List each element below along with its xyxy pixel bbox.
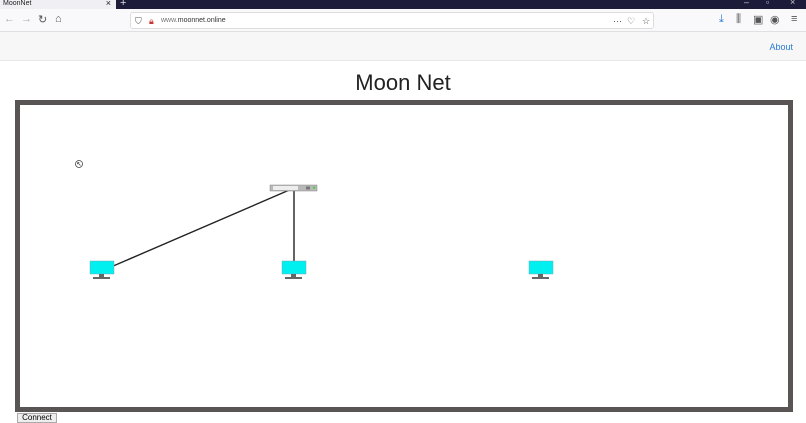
home-icon[interactable]: ⌂: [55, 13, 62, 25]
connect-button[interactable]: Connect: [17, 413, 57, 423]
about-link[interactable]: About: [769, 42, 793, 52]
computer-node-pc2[interactable]: [281, 260, 307, 279]
pocket-icon[interactable]: ♡: [627, 16, 636, 26]
minimize-icon[interactable]: –: [744, 0, 750, 7]
url-bar[interactable]: ⛉ 🔒︎ www.moonnet.online ⋯ ♡ ☆: [130, 12, 654, 29]
site-header: About: [0, 32, 806, 61]
close-tab-icon[interactable]: ×: [105, 0, 111, 8]
cursor-icon: [75, 160, 83, 168]
tab-bar: MoonNet × + – ▫ ×: [0, 0, 806, 9]
back-icon[interactable]: ←: [4, 13, 15, 25]
download-icon[interactable]: ⤓: [719, 13, 724, 25]
menu-icon[interactable]: ≡: [791, 13, 798, 25]
restore-icon[interactable]: ▫: [766, 0, 770, 7]
bookmark-star-icon[interactable]: ☆: [642, 16, 651, 26]
account-icon[interactable]: ◉: [770, 14, 780, 26]
page-title: Moon Net: [355, 70, 451, 95]
reload-icon[interactable]: ↻: [38, 14, 48, 26]
insecure-lock-icon[interactable]: 🔒︎: [149, 16, 154, 26]
forward-icon[interactable]: →: [21, 13, 32, 25]
cursor-arrow: [77, 162, 81, 166]
browser-tab[interactable]: MoonNet ×: [0, 0, 116, 9]
more-icon[interactable]: ⋯: [613, 16, 622, 26]
tab-title: MoonNet: [3, 0, 32, 7]
url-domain: moonnet.online: [177, 17, 226, 24]
network-canvas[interactable]: [15, 100, 793, 412]
nav-bar: ← → ↻ ⌂ ⛉ 🔒︎ www.moonnet.online ⋯ ♡ ☆ ⤓ …: [0, 9, 806, 32]
link-switch-pc1[interactable]: [103, 187, 295, 271]
url-prefix: www.: [161, 17, 178, 24]
switch-node[interactable]: [269, 184, 318, 192]
computer-node-pc1[interactable]: [89, 260, 115, 279]
new-tab-icon[interactable]: +: [120, 0, 127, 9]
computer-node-pc3[interactable]: [528, 260, 554, 279]
library-icon[interactable]: ⫼: [736, 13, 742, 25]
network-diagram[interactable]: [20, 105, 788, 407]
shield-icon[interactable]: ⛉: [135, 16, 142, 26]
window-close-icon[interactable]: ×: [790, 0, 796, 7]
sidebar-icon[interactable]: ▣: [753, 14, 764, 26]
